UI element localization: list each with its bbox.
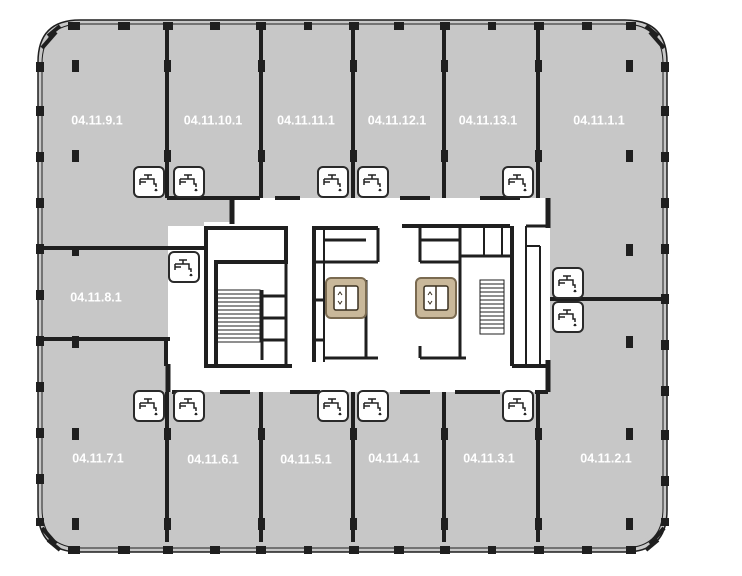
water-tap-icon[interactable]	[317, 166, 349, 198]
water-tap-icon[interactable]	[502, 390, 534, 422]
room-label: 04.11.8.1	[70, 290, 121, 304]
water-tap-icon[interactable]	[317, 390, 349, 422]
water-tap-icon[interactable]	[168, 251, 200, 283]
room-label: 04.11.9.1	[71, 113, 122, 127]
room-04-11-1-1[interactable]: 04.11.1.1	[539, 28, 659, 298]
water-tap-icon[interactable]	[173, 390, 205, 422]
stair-core-left	[204, 226, 292, 368]
lift-shaft-right	[402, 224, 548, 368]
water-tap-icon[interactable]	[502, 166, 534, 198]
room-04-11-2-1[interactable]: 04.11.2.1	[539, 300, 659, 544]
room-label: 04.11.7.1	[72, 451, 123, 465]
water-tap-icon[interactable]	[552, 267, 584, 299]
room-04-11-7-1[interactable]: 04.11.7.1	[46, 340, 166, 544]
corner-details	[40, 24, 666, 552]
water-tap-icon[interactable]	[357, 390, 389, 422]
room-label: 04.11.5.1	[280, 452, 331, 466]
room-label: 04.11.11.1	[277, 113, 335, 127]
room-label: 04.11.1.1	[573, 113, 624, 127]
room-04-11-8-1[interactable]: 04.11.8.1	[46, 250, 166, 338]
room-label: 04.11.4.1	[368, 451, 419, 465]
water-tap-icon[interactable]	[173, 166, 205, 198]
room-label: 04.11.10.1	[184, 113, 242, 127]
facade-columns	[36, 22, 669, 554]
water-tap-icon[interactable]	[133, 390, 165, 422]
water-tap-icon[interactable]	[552, 301, 584, 333]
room-label: 04.11.13.1	[459, 113, 517, 127]
partition-walls	[44, 30, 661, 542]
lift-shaft-left	[312, 226, 380, 362]
elevator-icon[interactable]	[325, 277, 367, 319]
room-label: 04.11.6.1	[187, 452, 238, 466]
room-label: 04.11.12.1	[368, 113, 426, 127]
elevator-icon[interactable]	[415, 277, 457, 319]
water-tap-icon[interactable]	[357, 166, 389, 198]
water-tap-icon[interactable]	[133, 166, 165, 198]
room-label: 04.11.2.1	[580, 451, 631, 465]
room-04-11-12-1[interactable]: 04.11.12.1	[354, 28, 443, 198]
room-label: 04.11.3.1	[463, 451, 514, 465]
